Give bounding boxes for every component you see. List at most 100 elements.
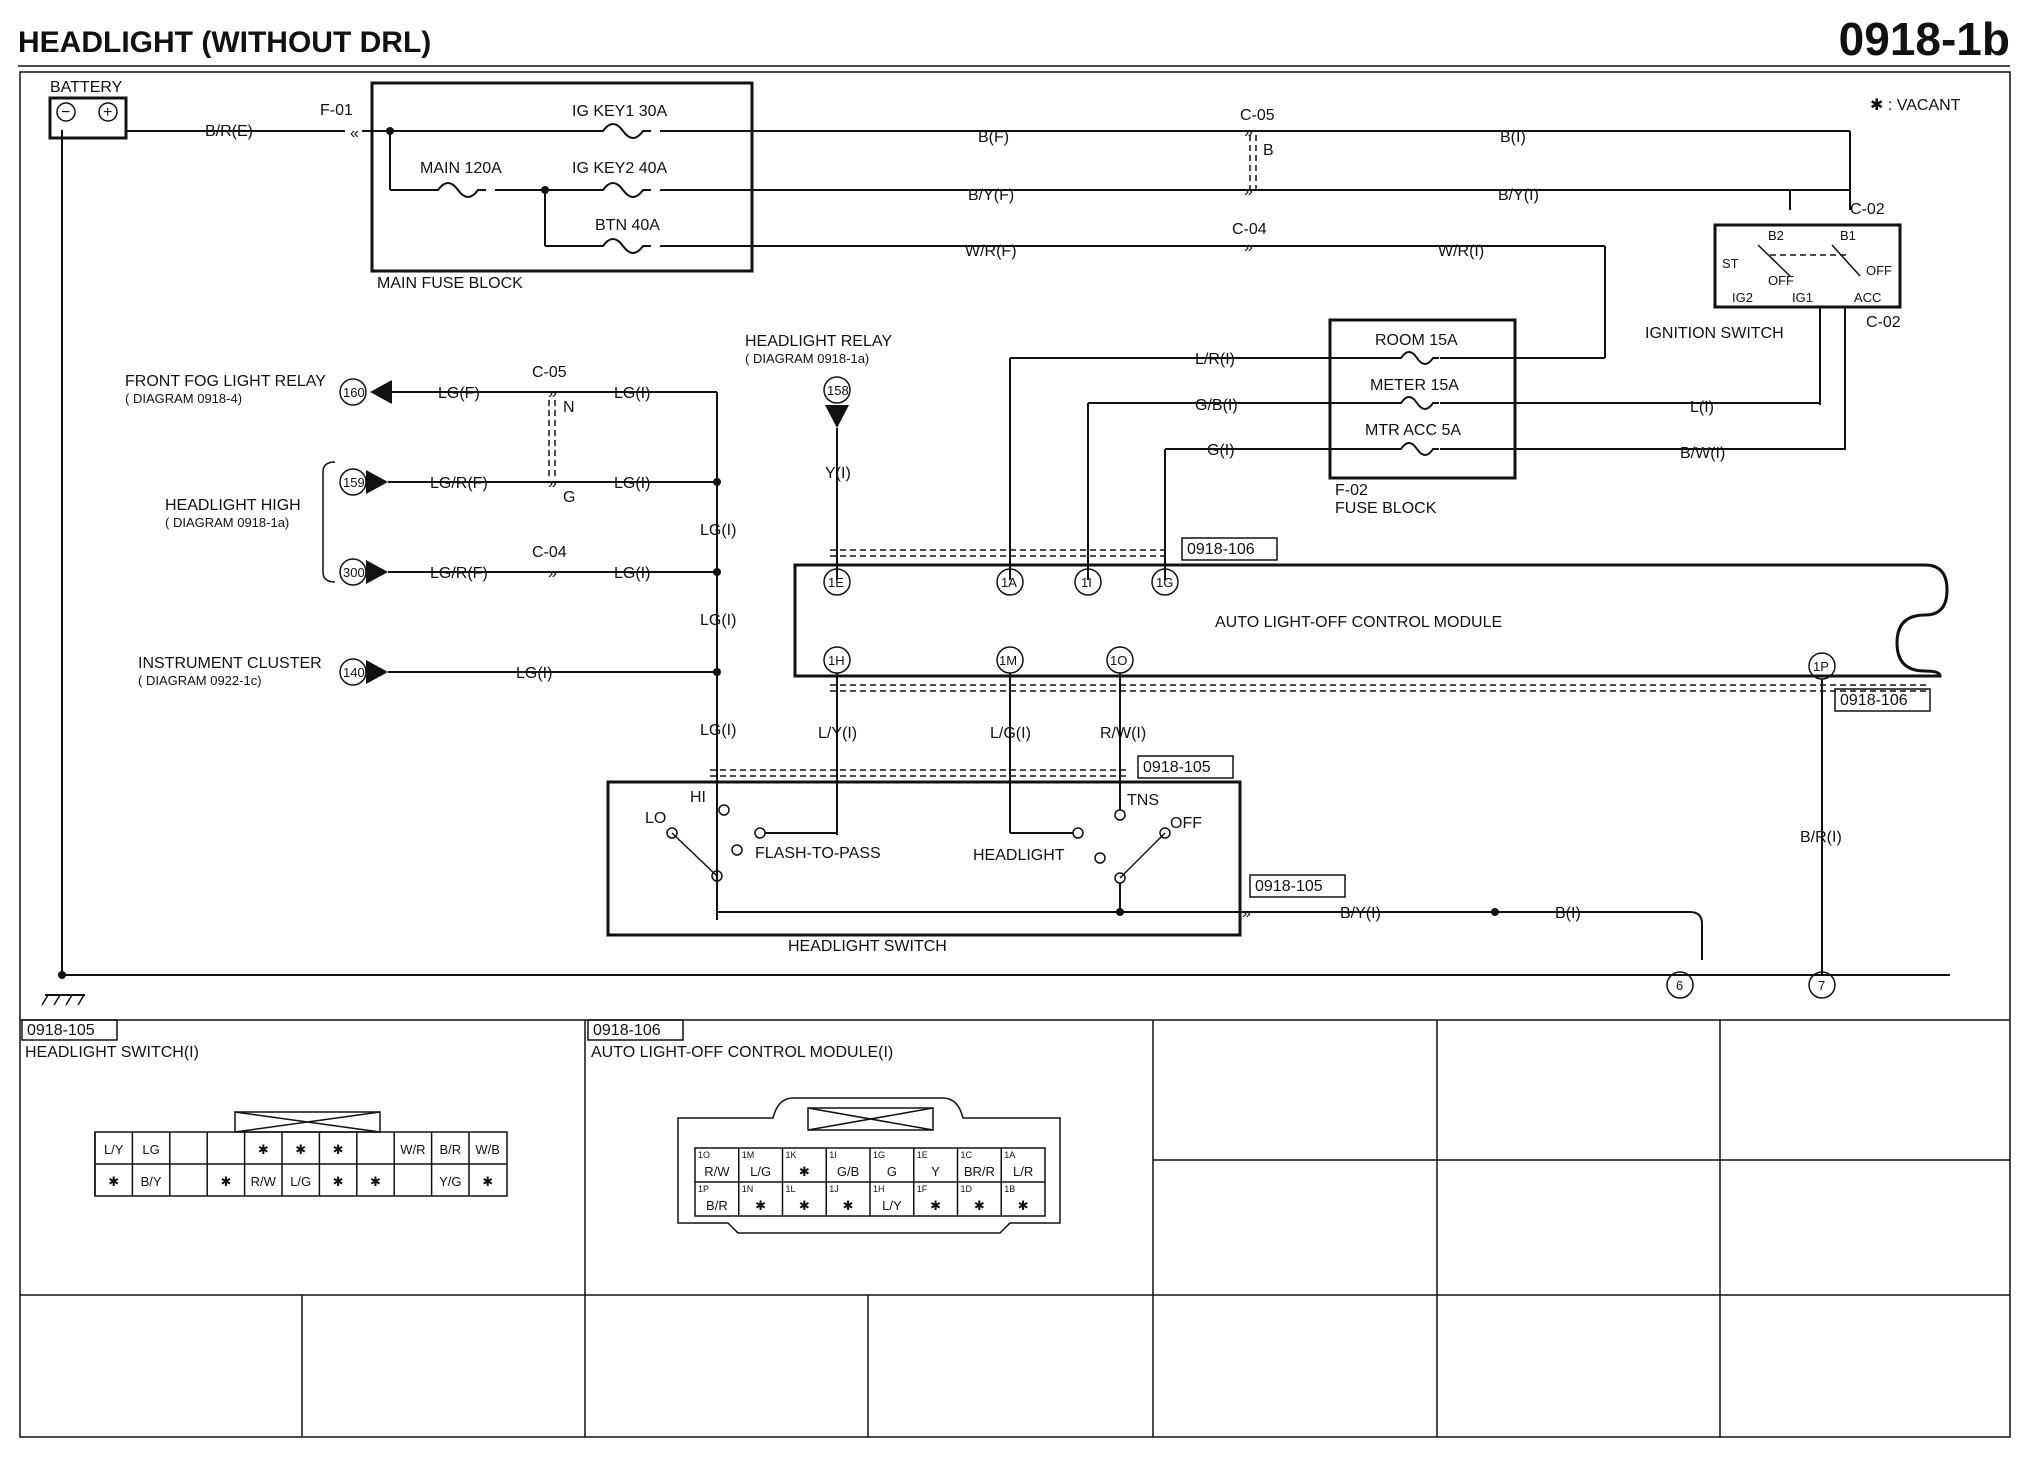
wire-wr-f: W/R(F) bbox=[965, 243, 1017, 260]
fuse-mtr-acc: MTR ACC 5A bbox=[1365, 422, 1461, 439]
connector-f01: F-01 bbox=[320, 102, 353, 119]
wire-wr-i: W/R(I) bbox=[1438, 243, 1484, 260]
fuse-igkey1: IG KEY1 30A bbox=[572, 103, 667, 120]
svg-text:»: » bbox=[1244, 124, 1253, 141]
alm-pin-label: B/R bbox=[706, 1198, 728, 1213]
arrow-icon bbox=[370, 380, 392, 404]
svg-text:N: N bbox=[563, 399, 575, 416]
switch-tns: TNS bbox=[1127, 792, 1159, 809]
hs-pin-label: B/R bbox=[439, 1142, 461, 1157]
wire-lg-i-7: LG(I) bbox=[700, 722, 736, 739]
hs-pin-label: W/R bbox=[400, 1142, 425, 1157]
hs-pin-label: ✱ bbox=[295, 1142, 306, 1157]
svg-text:1H: 1H bbox=[828, 653, 845, 668]
svg-text:160: 160 bbox=[343, 385, 365, 400]
svg-text:»: » bbox=[548, 475, 557, 492]
connector-c04: C-04 bbox=[1232, 221, 1267, 238]
ref-fog-relay: FRONT FOG LIGHT RELAY bbox=[125, 373, 326, 390]
wire-b-i-2: B(I) bbox=[1555, 905, 1581, 922]
alm-pin-id: 1K bbox=[786, 1150, 797, 1160]
svg-text:B2: B2 bbox=[1768, 228, 1784, 243]
svg-text:B1: B1 bbox=[1840, 228, 1856, 243]
alm-connector-face: 1OR/W1ML/G1K✱1IG/B1GG1EY1CBR/R1AL/R1PB/R… bbox=[677, 1097, 1061, 1234]
hs-pin-label: ✱ bbox=[333, 1174, 344, 1189]
ref-circle-160 bbox=[339, 378, 367, 406]
bottom-tag-105: 0918-105 bbox=[27, 1022, 95, 1039]
module-pin-1e bbox=[823, 568, 851, 596]
hs-pin-label: ✱ bbox=[482, 1174, 493, 1189]
vacant-note: ✱ : VACANT bbox=[1870, 97, 1961, 114]
svg-text:1P: 1P bbox=[1813, 659, 1829, 674]
ignition-switch-label: IGNITION SWITCH bbox=[1645, 325, 1784, 342]
wire-b-i: B(I) bbox=[1500, 129, 1526, 146]
diagram-code: 0918-1b bbox=[1839, 13, 2010, 65]
connector-tag-106 bbox=[1181, 537, 1278, 561]
alm-pin-id: 1J bbox=[829, 1184, 839, 1194]
wire-lg-i-1: LG(I) bbox=[614, 385, 650, 402]
svg-text:158: 158 bbox=[827, 383, 849, 398]
hs-pin-label: LG bbox=[142, 1142, 159, 1157]
outer-frame bbox=[19, 71, 2011, 1438]
svg-text:»: » bbox=[1244, 183, 1253, 200]
ref-relay-diagram: ( DIAGRAM 0918-1a) bbox=[745, 351, 869, 366]
fuse-block-f02 bbox=[1328, 318, 1517, 480]
svg-text:G: G bbox=[563, 489, 575, 506]
svg-text:6: 6 bbox=[1676, 978, 1683, 993]
alm-pin-id: 1I bbox=[829, 1150, 837, 1160]
wire-lgr-f-2: LG/R(F) bbox=[430, 565, 488, 582]
ref-circle-158 bbox=[823, 376, 851, 404]
ref-instrument-cluster: INSTRUMENT CLUSTER bbox=[138, 655, 322, 672]
alm-pin-label: ✱ bbox=[974, 1198, 985, 1213]
battery-minus-icon bbox=[56, 102, 76, 122]
ignition-switch bbox=[1713, 223, 1902, 309]
connector-tag-105b bbox=[1249, 874, 1346, 898]
module-pin-1g bbox=[1151, 568, 1179, 596]
arrow-icon bbox=[366, 660, 388, 684]
connector-c05-left: C-05 bbox=[532, 364, 567, 381]
wire-l-i: L(I) bbox=[1690, 399, 1714, 416]
svg-text:7: 7 bbox=[1818, 978, 1825, 993]
battery-symbol bbox=[48, 96, 128, 140]
bottom-hs-name: HEADLIGHT SWITCH(I) bbox=[25, 1044, 199, 1061]
alm-pin-label: ✱ bbox=[755, 1198, 766, 1213]
alm-pin-id: 1M bbox=[742, 1150, 755, 1160]
hs-pin-label: ✱ bbox=[258, 1142, 269, 1157]
alm-pin-label: L/Y bbox=[882, 1198, 902, 1213]
svg-text:1E: 1E bbox=[828, 575, 844, 590]
fuse-meter: METER 15A bbox=[1370, 377, 1459, 394]
hs-pin-label: R/W bbox=[251, 1174, 277, 1189]
wire-lg-f: LG(F) bbox=[438, 385, 480, 402]
ref-headlight-relay: HEADLIGHT RELAY bbox=[745, 333, 892, 350]
svg-text:1A: 1A bbox=[1001, 575, 1017, 590]
wire-br-e: B/R(E) bbox=[205, 123, 253, 140]
svg-text:1M: 1M bbox=[999, 653, 1017, 668]
hs-pin-label: Y/G bbox=[439, 1174, 461, 1189]
fuse-main: MAIN 120A bbox=[420, 160, 502, 177]
alm-pin-id: 1P bbox=[698, 1184, 709, 1194]
wire-gb-i: G/B(I) bbox=[1195, 397, 1238, 414]
module-name: AUTO LIGHT-OFF CONTROL MODULE bbox=[1215, 614, 1502, 631]
main-fuse-block-label: MAIN FUSE BLOCK bbox=[377, 275, 523, 292]
svg-text:+: + bbox=[103, 104, 112, 121]
switch-headlight: HEADLIGHT bbox=[973, 847, 1065, 864]
alm-pin-label: ✱ bbox=[799, 1164, 810, 1179]
switch-lo: LO bbox=[645, 810, 666, 827]
wire-rw-i: R/W(I) bbox=[1100, 725, 1146, 742]
ground-point-6 bbox=[1666, 971, 1694, 999]
ground-point-7 bbox=[1808, 971, 1836, 999]
wire-bw-i: B/W(I) bbox=[1680, 445, 1725, 462]
connector-tag-105 bbox=[1137, 755, 1234, 779]
connector-c05-b: B bbox=[1263, 142, 1274, 159]
alm-pin-label: ✱ bbox=[799, 1198, 810, 1213]
svg-text:0918-106: 0918-106 bbox=[1840, 692, 1908, 709]
headlight-switch-label: HEADLIGHT SWITCH bbox=[788, 938, 947, 955]
alm-pin-id: 1D bbox=[961, 1184, 973, 1194]
wire-by-f: B/Y(F) bbox=[968, 187, 1014, 204]
svg-text:«: « bbox=[350, 125, 359, 142]
connector-c05: C-05 bbox=[1240, 107, 1275, 124]
fuse-icon bbox=[430, 182, 486, 198]
connector-c02-top: C-02 bbox=[1850, 201, 1885, 218]
